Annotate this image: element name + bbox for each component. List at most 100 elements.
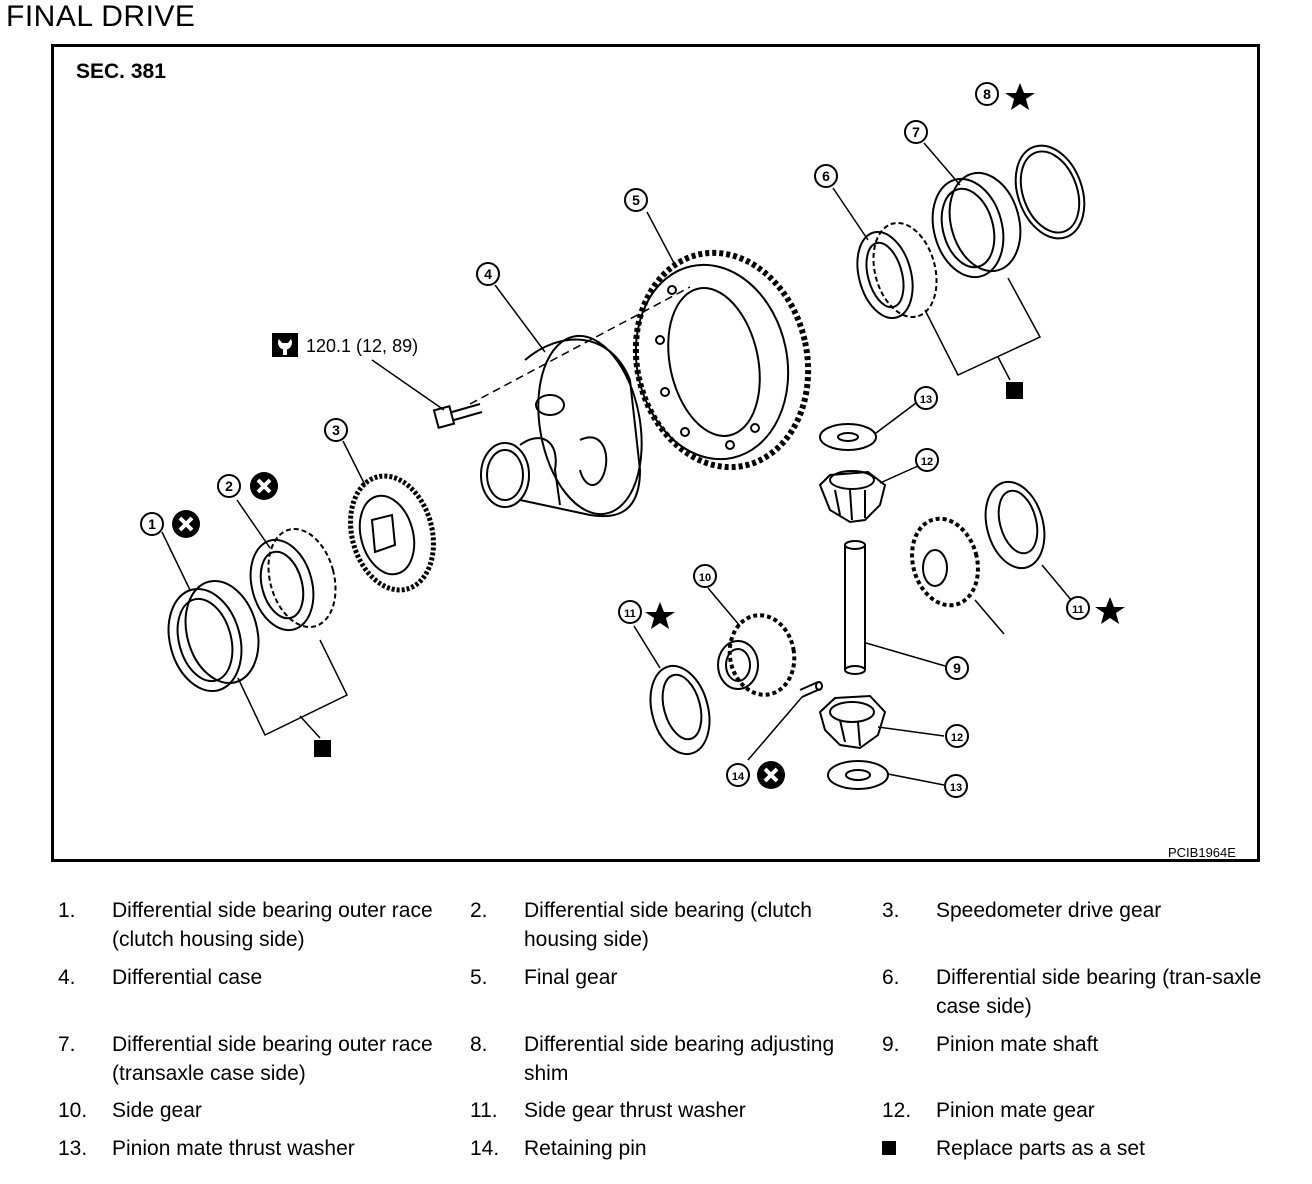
star-icon [645, 602, 675, 629]
legend-number: 2. [470, 899, 488, 922]
legend-number: 7. [58, 1033, 76, 1056]
svg-text:12: 12 [951, 732, 963, 744]
svg-text:11: 11 [1072, 604, 1084, 616]
set-square-icon [1006, 382, 1023, 399]
legend-number: 11. [470, 1099, 498, 1122]
part-bearing-transaxle [856, 221, 938, 320]
star-icon [1095, 597, 1125, 624]
svg-text:10: 10 [699, 572, 711, 584]
svg-text:1: 1 [148, 516, 156, 532]
part-side-gear-right [910, 516, 980, 608]
legend-text: Differential case [112, 966, 263, 989]
cross-circle-icon [250, 472, 278, 500]
cross-circle-icon [172, 510, 200, 538]
callout-6: 6 [814, 164, 838, 188]
legend-number: 10. [58, 1099, 88, 1122]
callout-14: 14 [726, 763, 750, 787]
svg-text:3: 3 [332, 422, 340, 438]
figure-code: PCIB1964E [1168, 845, 1236, 860]
legend-text: Differential side bearing outer race (tr… [112, 1033, 433, 1085]
svg-text:12: 12 [921, 456, 933, 468]
part-side-gear-left [717, 613, 797, 697]
svg-text:7: 7 [912, 124, 920, 140]
legend-text: Final gear [524, 966, 618, 989]
svg-text:6: 6 [822, 168, 830, 184]
legend-number: 14. [470, 1137, 500, 1160]
legend-text: Speedometer drive gear [936, 899, 1162, 922]
star-icon [1005, 83, 1035, 110]
legend-number: 6. [882, 966, 900, 989]
callout-10: 10 [693, 564, 717, 588]
legend-text: Differential side bearing adjusting shim [524, 1033, 835, 1085]
legend-number: 12. [882, 1099, 912, 1122]
svg-text:4: 4 [484, 266, 492, 282]
part-side-washer-left [649, 664, 711, 756]
part-outer-race-transaxle [931, 171, 1022, 279]
black-square-icon [882, 1141, 896, 1155]
callout-2: 2 [217, 474, 241, 498]
legend-text: Differential side bearing (tran-saxle ca… [936, 966, 1262, 1018]
legend-text: Differential side bearing outer race (cl… [112, 899, 433, 951]
legend-number: 13. [58, 1137, 88, 1160]
set-square-icon [314, 740, 331, 757]
part-bearing-clutch [249, 527, 337, 632]
diagram-frame [51, 44, 1260, 862]
svg-text:13: 13 [950, 782, 962, 794]
part-outer-race-clutch [167, 579, 260, 693]
part-pinion-gear-top [818, 470, 887, 524]
section-label: SEC. 381 [76, 60, 166, 83]
svg-text:5: 5 [632, 192, 640, 208]
svg-text:13: 13 [920, 394, 932, 406]
legend-text: Pinion mate thrust washer [112, 1137, 355, 1160]
svg-text:2: 2 [225, 478, 233, 494]
legend-number: 1. [58, 899, 76, 922]
callout-3: 3 [324, 418, 348, 442]
svg-text:8: 8 [983, 86, 991, 102]
page-title: FINAL DRIVE [6, 0, 196, 33]
callout-12: 12 [945, 724, 969, 748]
legend-text: Side gear [112, 1099, 202, 1122]
cross-circle-icon [757, 761, 785, 789]
callout-13: 13 [944, 774, 968, 798]
legend-text: Pinion mate shaft [936, 1033, 1099, 1056]
legend-number: 3. [882, 899, 900, 922]
part-bolt [432, 403, 483, 429]
callout-8: 8 [975, 82, 999, 106]
callout-13: 13 [914, 386, 938, 410]
legend-text: Replace parts as a set [936, 1137, 1145, 1160]
legend-number: 4. [58, 966, 76, 989]
torque-value: 120.1 (12, 89) [306, 336, 418, 356]
part-thrust-washer-bottom [827, 760, 889, 790]
callout-12: 12 [915, 448, 939, 472]
parts-legend: 1. Differential side bearing outer race (… [0, 896, 1312, 1176]
part-thrust-washer-top [819, 423, 877, 451]
svg-text:9: 9 [953, 660, 961, 676]
callout-7: 7 [904, 120, 928, 144]
legend-text: Pinion mate gear [936, 1099, 1095, 1122]
callout-5: 5 [624, 188, 648, 212]
part-diff-case [480, 334, 643, 518]
legend-number: 8. [470, 1033, 488, 1056]
legend-text: Side gear thrust washer [524, 1099, 746, 1122]
legend-number [882, 1134, 896, 1163]
callout-1: 1 [140, 512, 164, 536]
callout-11: 11 [618, 600, 642, 624]
star-icons [645, 83, 1125, 629]
part-final-gear [632, 249, 812, 471]
torque-wrench-icon [272, 333, 298, 357]
part-side-washer-right [984, 480, 1046, 570]
callout-4: 4 [476, 262, 500, 286]
callout-11: 11 [1066, 596, 1090, 620]
part-shim [1014, 144, 1086, 240]
part-retaining-pin [799, 681, 823, 698]
svg-text:14: 14 [732, 771, 745, 783]
legend-text: Retaining pin [524, 1137, 647, 1160]
legend-text: Differential side bearing (clutch housin… [524, 899, 812, 951]
part-pinion-gear-bottom [818, 694, 887, 750]
callout-9: 9 [945, 656, 969, 680]
part-speedo-gear [348, 473, 436, 593]
legend-number: 9. [882, 1033, 900, 1056]
part-pinion-shaft [844, 540, 866, 675]
cross-circle-icons [172, 472, 785, 789]
